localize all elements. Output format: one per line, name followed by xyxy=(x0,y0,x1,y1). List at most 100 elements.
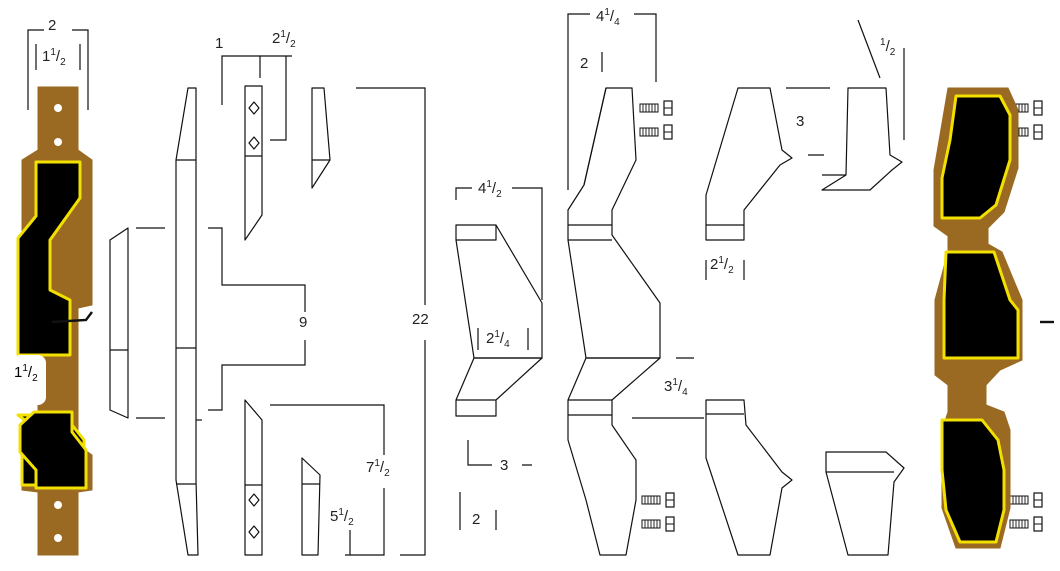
frac-den: 2 xyxy=(889,47,896,58)
label-width-2-5: 21/2 xyxy=(272,29,296,50)
main-stave-profile xyxy=(175,87,199,556)
dim-3-25-line xyxy=(632,357,704,419)
upper-overlay-piece xyxy=(311,87,331,189)
dim-4-25-bracket xyxy=(567,13,657,190)
hole-top-1 xyxy=(54,104,62,112)
bow-front-view-right xyxy=(933,87,1054,549)
frac-whole: 2 xyxy=(710,256,719,273)
frac-whole: 1 xyxy=(42,48,51,65)
frac-den: 4 xyxy=(614,17,620,28)
dim-2-5-tip xyxy=(705,260,745,280)
frac-whole: 2 xyxy=(272,30,281,47)
label-width-2: 2 xyxy=(48,17,57,34)
frac-num: 1 xyxy=(50,47,56,58)
frac-num: 1 xyxy=(718,255,724,266)
hole-bottom-1 xyxy=(54,501,62,509)
riser-lower xyxy=(455,357,543,417)
side-profile-dimension-lines xyxy=(136,55,426,556)
hole-bottom-2 xyxy=(54,534,62,542)
frac-whole: 5 xyxy=(330,508,339,525)
dim-2-5-bracket xyxy=(260,55,292,141)
arrow-rest xyxy=(51,311,93,324)
screw-icon xyxy=(641,492,675,508)
right-bow-mid-panel xyxy=(942,250,1020,360)
dim-line-1-5 xyxy=(35,44,81,70)
diamond-bottom-2 xyxy=(248,525,260,539)
frac-num: 1 xyxy=(280,29,286,40)
dim-22-bracket xyxy=(356,87,426,556)
limb-upper-band xyxy=(568,224,612,241)
tip-upper-left xyxy=(705,87,793,241)
grip-window xyxy=(12,355,46,405)
frac-whole: 3 xyxy=(664,378,673,395)
hole-top-2 xyxy=(54,138,62,146)
right-bow-lower-panel xyxy=(940,418,1006,544)
riser-block xyxy=(455,224,543,417)
left-side-block xyxy=(109,227,129,419)
riser-dimension-lines xyxy=(455,187,543,530)
label-width-1-5: 11/2 xyxy=(42,47,66,68)
frac-num: 1 xyxy=(338,507,344,518)
dim-half-tip xyxy=(857,19,905,140)
frac-whole: 4 xyxy=(596,8,605,25)
label-limb-3-25: 31/4 xyxy=(664,377,688,398)
frac-den: 2 xyxy=(348,517,354,528)
screw-icon xyxy=(639,124,673,140)
right-bow-upper-panel xyxy=(940,94,1012,220)
dim-line-2 xyxy=(27,29,89,110)
label-tip-3: 3 xyxy=(796,113,805,130)
label-block-3: 3 xyxy=(500,457,509,474)
diamond-top-1 xyxy=(248,101,260,115)
label-length-22: 22 xyxy=(412,311,429,328)
label-limb-2: 2 xyxy=(580,55,589,72)
frac-den: 4 xyxy=(682,387,688,398)
frac-den: 2 xyxy=(290,39,296,50)
frac-num: 1 xyxy=(494,329,500,340)
frac-den: 2 xyxy=(60,57,66,68)
frac-den: 2 xyxy=(384,468,390,479)
tip-pieces xyxy=(705,87,905,556)
label-limb-4-25: 41/4 xyxy=(596,7,620,28)
dim-3-bracket xyxy=(467,440,532,466)
frac-den: 2 xyxy=(32,373,38,384)
screw-icon xyxy=(641,516,675,532)
dim-7-5-bracket xyxy=(270,404,385,556)
frac-num: 1 xyxy=(22,363,28,374)
bow-front-view-left xyxy=(12,86,93,556)
tip-lower-right xyxy=(825,451,905,556)
limb-side-line-top xyxy=(583,87,607,186)
tip-upper-right xyxy=(821,87,903,191)
dim-9-bracket xyxy=(136,227,306,419)
limb-upper xyxy=(567,87,661,359)
lower-tip-piece xyxy=(244,399,263,556)
frac-num: 1 xyxy=(374,458,380,469)
frac-num: 1 xyxy=(486,179,492,190)
screw-icon xyxy=(1009,492,1043,508)
frac-den: 2 xyxy=(496,189,502,200)
dim-2-25-bracket xyxy=(477,328,529,350)
dim-2-bracket xyxy=(459,492,497,530)
frac-whole: 2 xyxy=(486,330,495,347)
lower-overlay-piece xyxy=(301,457,321,556)
label-grip-1-5: 11/2 xyxy=(14,363,38,384)
label-tip-half: 1/2 xyxy=(880,37,896,58)
bow-lower-limb-panel-fill xyxy=(18,410,88,490)
dim-4-5-bracket xyxy=(455,187,543,300)
label-block-2-25: 21/4 xyxy=(486,329,510,350)
limb-lower-band xyxy=(568,399,612,416)
screw-icon xyxy=(639,100,673,116)
riser-upper-band xyxy=(456,225,497,241)
left-bow-dimension-lines xyxy=(27,29,89,110)
label-height-9: 9 xyxy=(299,314,308,331)
label-tip-2-5: 21/2 xyxy=(710,255,734,276)
frac-den: 2 xyxy=(728,265,734,276)
label-height-7-5: 71/2 xyxy=(366,458,390,479)
label-width-1: 1 xyxy=(215,35,224,52)
upper-tip-piece xyxy=(244,85,263,241)
bow-upper-limb-panel xyxy=(16,160,82,357)
screw-icon xyxy=(1009,516,1043,532)
diamond-bottom-1 xyxy=(248,493,260,507)
diamond-top-2 xyxy=(248,136,260,150)
label-height-5-5: 51/2 xyxy=(330,507,354,528)
